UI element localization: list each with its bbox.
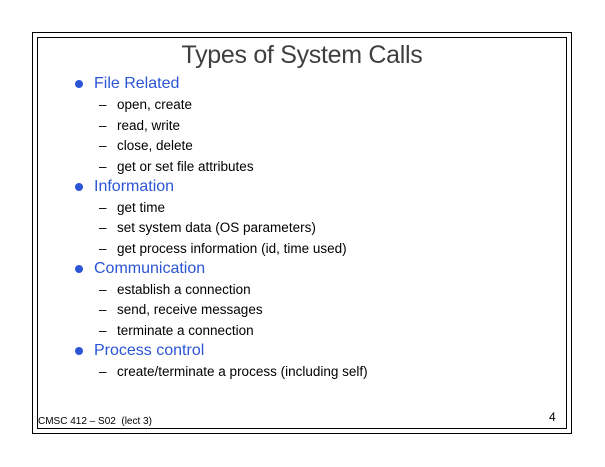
dash-icon: – — [99, 220, 107, 236]
list-item-label: close, delete — [117, 138, 193, 154]
list-item-label: get or set file attributes — [117, 158, 254, 174]
dash-icon: – — [99, 302, 107, 318]
list-item: – get or set file attributes — [32, 156, 572, 177]
list-item-label: terminate a connection — [117, 322, 254, 338]
list-item-label: get process information (id, time used) — [117, 240, 347, 256]
list-item-label: establish a connection — [117, 281, 251, 297]
dash-icon: – — [99, 158, 107, 174]
list-item: – terminate a connection — [32, 320, 572, 341]
bullet-heading-file-related: File Related — [32, 74, 572, 95]
heading-label: Information — [94, 177, 175, 195]
list-item: – close, delete — [32, 136, 572, 157]
slide-outer-border — [32, 32, 572, 434]
page-number: 4 — [549, 410, 556, 424]
list-item: – get process information (id, time used… — [32, 238, 572, 259]
slide-inner-border — [37, 37, 567, 429]
slide-title: Types of System Calls — [181, 41, 423, 69]
bullet-dot-icon — [75, 80, 83, 89]
bullet-dot-icon — [75, 182, 83, 191]
list-item: – establish a connection — [32, 279, 572, 300]
dash-icon: – — [99, 322, 107, 338]
dash-icon: – — [99, 138, 107, 154]
bullet-heading-information: Information — [32, 177, 572, 198]
bullet-heading-communication: Communication — [32, 259, 572, 280]
dash-icon: – — [99, 199, 107, 215]
list-item: – read, write — [32, 115, 572, 136]
list-item-label: open, create — [117, 97, 193, 113]
bullet-dot-icon — [75, 346, 83, 355]
list-item: – get time — [32, 197, 572, 218]
list-item-label: read, write — [117, 117, 181, 133]
list-item-label: send, receive messages — [117, 302, 263, 318]
bullet-heading-process-control: Process control — [32, 341, 572, 362]
list-item: – create/terminate a process (including … — [32, 361, 572, 382]
list-item-label: create/terminate a process (including se… — [117, 363, 368, 379]
list-item-label: get time — [117, 199, 166, 215]
footer-course-label: CMSC 412 – S02 (lect 3) — [38, 416, 152, 427]
dash-icon: – — [99, 97, 107, 113]
list-item: – open, create — [32, 95, 572, 116]
bullet-list: File Related – open, create – read, writ… — [32, 74, 572, 382]
dash-icon: – — [99, 363, 107, 379]
dash-icon: – — [99, 117, 107, 133]
heading-label: Process control — [94, 341, 205, 359]
heading-label: Communication — [94, 259, 206, 277]
bullet-dot-icon — [75, 264, 83, 273]
list-item-label: set system data (OS parameters) — [117, 220, 316, 236]
list-item: – send, receive messages — [32, 300, 572, 321]
dash-icon: – — [99, 240, 107, 256]
list-item: – set system data (OS parameters) — [32, 218, 572, 239]
heading-label: File Related — [94, 75, 180, 93]
dash-icon: – — [99, 281, 107, 297]
